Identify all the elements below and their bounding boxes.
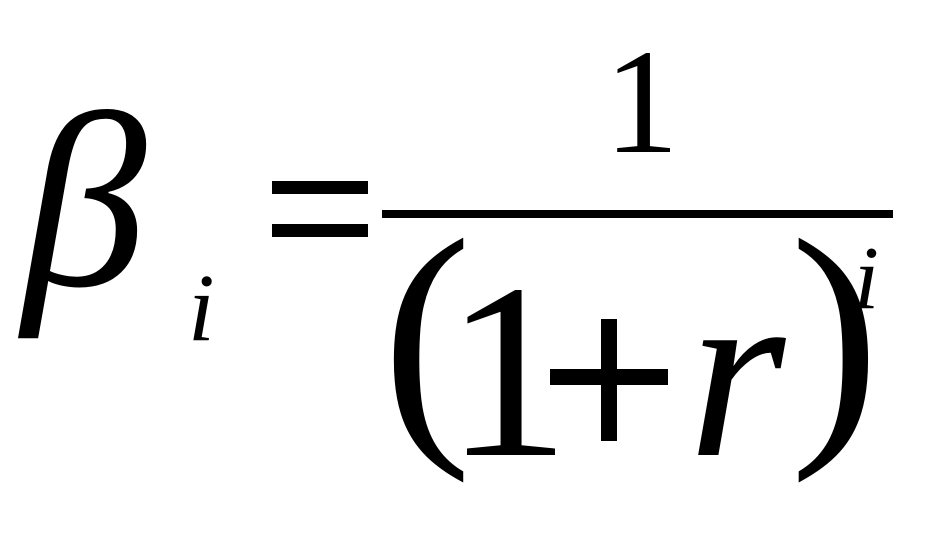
open-paren: ( (382, 185, 472, 484)
denominator-one: 1 (445, 233, 570, 510)
equals-sign-bottom-bar (272, 224, 368, 237)
equals-sign-top-bar (272, 181, 368, 194)
beta-symbol: β (17, 63, 147, 340)
plus-sign-vertical (601, 319, 617, 441)
denominator-exponent: i (854, 229, 879, 328)
fraction-bar (382, 210, 893, 218)
denominator-variable-r: r (688, 233, 787, 510)
equals-sign: = (268, 254, 269, 256)
numerator: 1 (604, 19, 679, 185)
close-paren: ) (790, 185, 880, 484)
beta-subscript: i (188, 254, 215, 361)
